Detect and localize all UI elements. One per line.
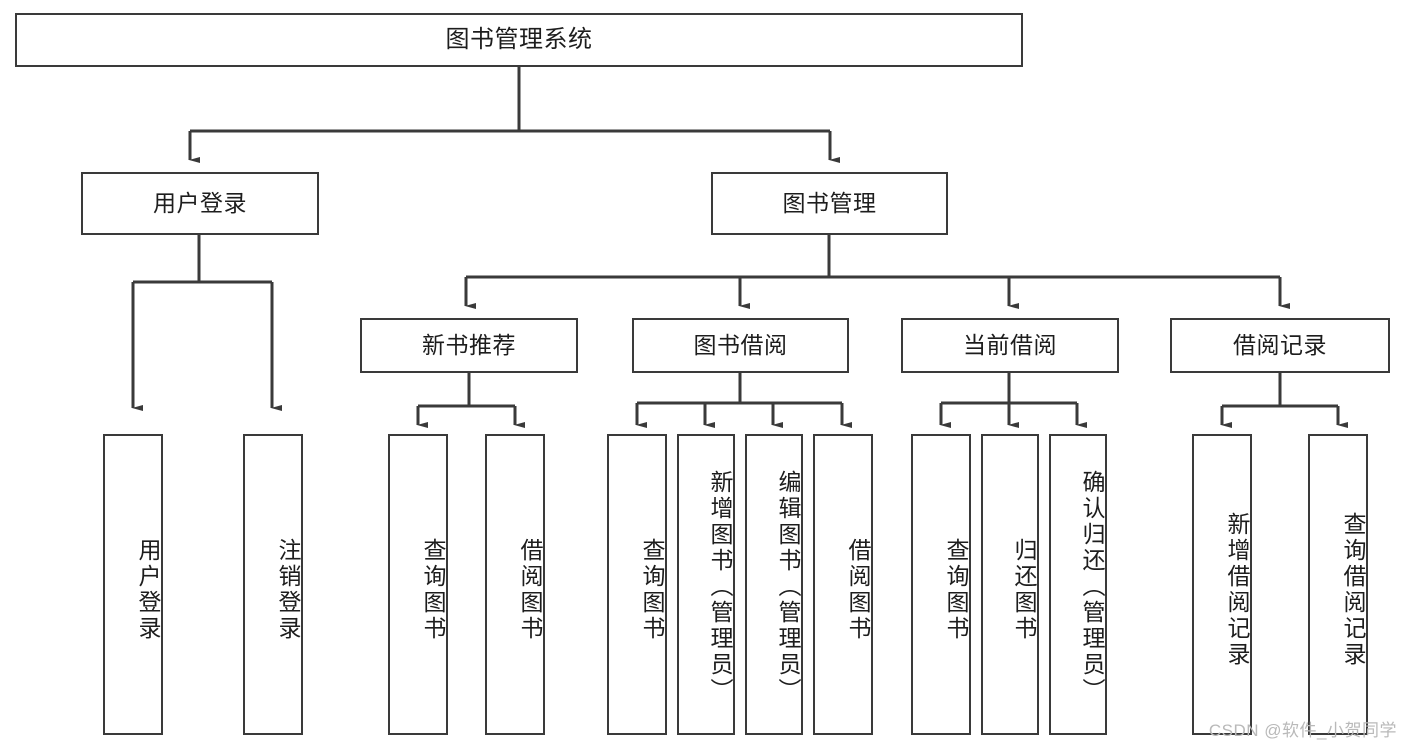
leaf-current-confirm-return-admin[interactable]: 确认归还（管理员） <box>1049 434 1107 735</box>
node-borrow-record[interactable]: 借阅记录 <box>1170 318 1390 373</box>
node-current-borrow[interactable]: 当前借阅 <box>901 318 1119 373</box>
node-book-management[interactable]: 图书管理 <box>711 172 948 235</box>
watermark-credit: CSDN @软件_小贺同学 <box>1208 721 1397 740</box>
node-root-system[interactable]: 图书管理系统 <box>15 13 1023 67</box>
leaf-record-add-record[interactable]: 新增借阅记录 <box>1192 434 1252 735</box>
leaf-current-query-book[interactable]: 查询图书 <box>911 434 971 735</box>
leaf-user-login-logout[interactable]: 注销登录 <box>243 434 303 735</box>
node-book-borrow[interactable]: 图书借阅 <box>632 318 849 373</box>
node-new-book-recommend[interactable]: 新书推荐 <box>360 318 578 373</box>
leaf-borrow-edit-book-admin[interactable]: 编辑图书（管理员） <box>745 434 803 735</box>
leaf-borrow-add-book-admin[interactable]: 新增图书（管理员） <box>677 434 735 735</box>
leaf-recommend-query-book[interactable]: 查询图书 <box>388 434 448 735</box>
leaf-borrow-borrow-book[interactable]: 借阅图书 <box>813 434 873 735</box>
leaf-current-return-book[interactable]: 归还图书 <box>981 434 1039 735</box>
leaf-record-query-record[interactable]: 查询借阅记录 <box>1308 434 1368 735</box>
leaf-borrow-query-book[interactable]: 查询图书 <box>607 434 667 735</box>
node-user-login[interactable]: 用户登录 <box>81 172 319 235</box>
leaf-recommend-borrow-book[interactable]: 借阅图书 <box>485 434 545 735</box>
leaf-user-login-login[interactable]: 用户登录 <box>103 434 163 735</box>
